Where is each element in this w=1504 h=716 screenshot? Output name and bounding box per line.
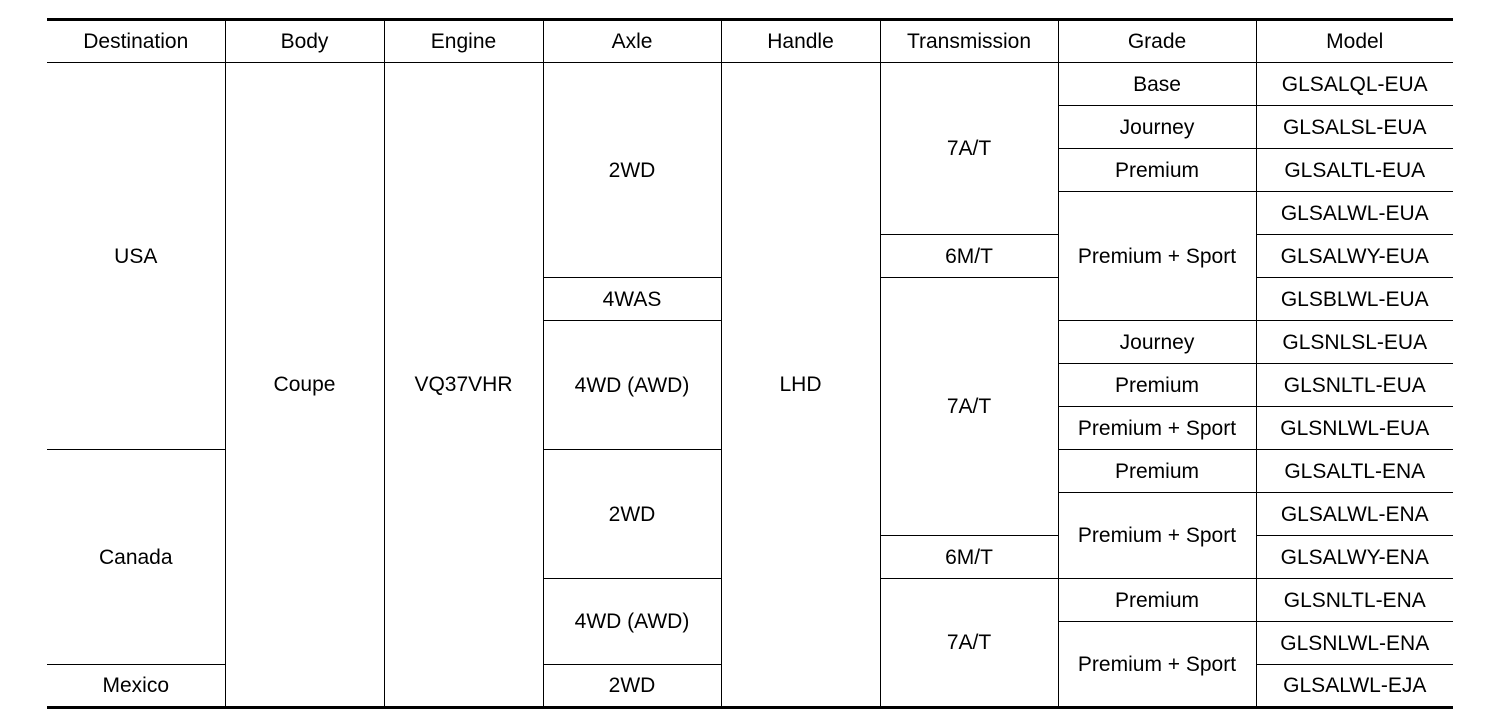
model-cell: GLSALWL-ENA (1255, 492, 1453, 536)
handle-cell: LHD (720, 62, 881, 708)
header-handle: Handle (720, 19, 881, 63)
table-row: 4WD (AWD) 7A/T Premium GLSNLTL-ENA (47, 578, 1453, 708)
transmission-cell: 6M/T (879, 535, 1059, 579)
axle-cell: 4WAS (542, 277, 722, 321)
header-model: Model (1255, 19, 1453, 63)
transmission-cell: 6M/T (879, 234, 1059, 278)
model-cell: GLSNLTL-EUA (1255, 363, 1453, 407)
body-cell: Coupe (224, 62, 385, 708)
grade-cell: Premium (1057, 363, 1257, 407)
model-cell: GLSALWY-ENA (1255, 535, 1453, 579)
header-axle: Axle (542, 19, 722, 63)
model-cell: GLSNLWL-EUA (1255, 406, 1453, 450)
table-row: 6M/T GLSALWY-ENA (47, 535, 1453, 579)
table-row: Mexico 2WD GLSALWL-EJA (47, 664, 1453, 708)
table-row: Canada 2WD Premium GLSALTL-ENA (47, 449, 1453, 665)
grade-cell: Journey (1057, 105, 1257, 149)
model-cell: GLSNLSL-EUA (1255, 320, 1453, 364)
table-header: Destination Body Engine Axle Handle Tran… (47, 19, 1453, 63)
table-row: Journey GLSALSL-EUA (47, 105, 1453, 149)
table-row: 4WD (AWD) Journey GLSNLSL-EUA (47, 320, 1453, 450)
destination-cell: Canada (47, 449, 226, 665)
transmission-cell: 7A/T (879, 62, 1059, 235)
table-row: USA Coupe VQ37VHR 2WD LHD 7A/T Base GLSA… (47, 62, 1453, 708)
axle-cell: 2WD (542, 664, 722, 708)
model-cell: GLSALTL-EUA (1255, 148, 1453, 192)
transmission-cell: 7A/T (879, 277, 1059, 536)
destination-cell: USA (47, 62, 226, 450)
axle-cell: 2WD (542, 449, 722, 579)
header-grade: Grade (1057, 19, 1257, 63)
model-spec-table: Destination Body Engine Axle Handle Tran… (47, 18, 1453, 709)
model-cell: GLSALQL-EUA (1255, 62, 1453, 106)
grade-cell: Premium (1057, 148, 1257, 192)
table-row: 6M/T GLSALWY-EUA (47, 234, 1453, 278)
axle-cell: 4WD (AWD) (542, 578, 722, 665)
grade-cell: Premium (1057, 449, 1257, 493)
model-cell: GLSNLTL-ENA (1255, 578, 1453, 622)
header-body: Body (224, 19, 385, 63)
table-row: Premium + Sport GLSALWL-ENA (47, 492, 1453, 579)
model-cell: GLSNLWL-ENA (1255, 621, 1453, 665)
transmission-cell: 7A/T (879, 578, 1059, 708)
table-row: Premium + Sport GLSALWL-EUA (47, 191, 1453, 321)
table-row: 4WAS 7A/T GLSBLWL-EUA (47, 277, 1453, 536)
model-cell: GLSALWY-EUA (1255, 234, 1453, 278)
engine-cell: VQ37VHR (383, 62, 544, 708)
header-transmission: Transmission (879, 19, 1059, 63)
grade-cell: Journey (1057, 320, 1257, 364)
model-cell: GLSALWL-EJA (1255, 664, 1453, 708)
grade-cell: Premium + Sport (1057, 191, 1257, 321)
model-cell: GLSALWL-EUA (1255, 191, 1453, 235)
table-row: Premium + Sport GLSNLWL-EUA (47, 406, 1453, 450)
axle-cell: 4WD (AWD) (542, 320, 722, 450)
header-row: Destination Body Engine Axle Handle Tran… (47, 19, 1453, 63)
header-engine: Engine (383, 19, 544, 63)
model-cell: GLSALTL-ENA (1255, 449, 1453, 493)
table-row: Premium + Sport GLSNLWL-ENA (47, 621, 1453, 708)
grade-cell: Base (1057, 62, 1257, 106)
table-body: USA Coupe VQ37VHR 2WD LHD 7A/T Base GLSA… (47, 62, 1453, 708)
model-cell: GLSBLWL-EUA (1255, 277, 1453, 321)
grade-cell: Premium + Sport (1057, 621, 1257, 708)
grade-cell: Premium + Sport (1057, 492, 1257, 579)
table-row: Premium GLSNLTL-EUA (47, 363, 1453, 407)
model-cell: GLSALSL-EUA (1255, 105, 1453, 149)
grade-cell: Premium (1057, 578, 1257, 622)
grade-cell: Premium + Sport (1057, 406, 1257, 450)
axle-cell: 2WD (542, 62, 722, 278)
destination-cell: Mexico (47, 664, 226, 708)
header-destination: Destination (47, 19, 226, 63)
